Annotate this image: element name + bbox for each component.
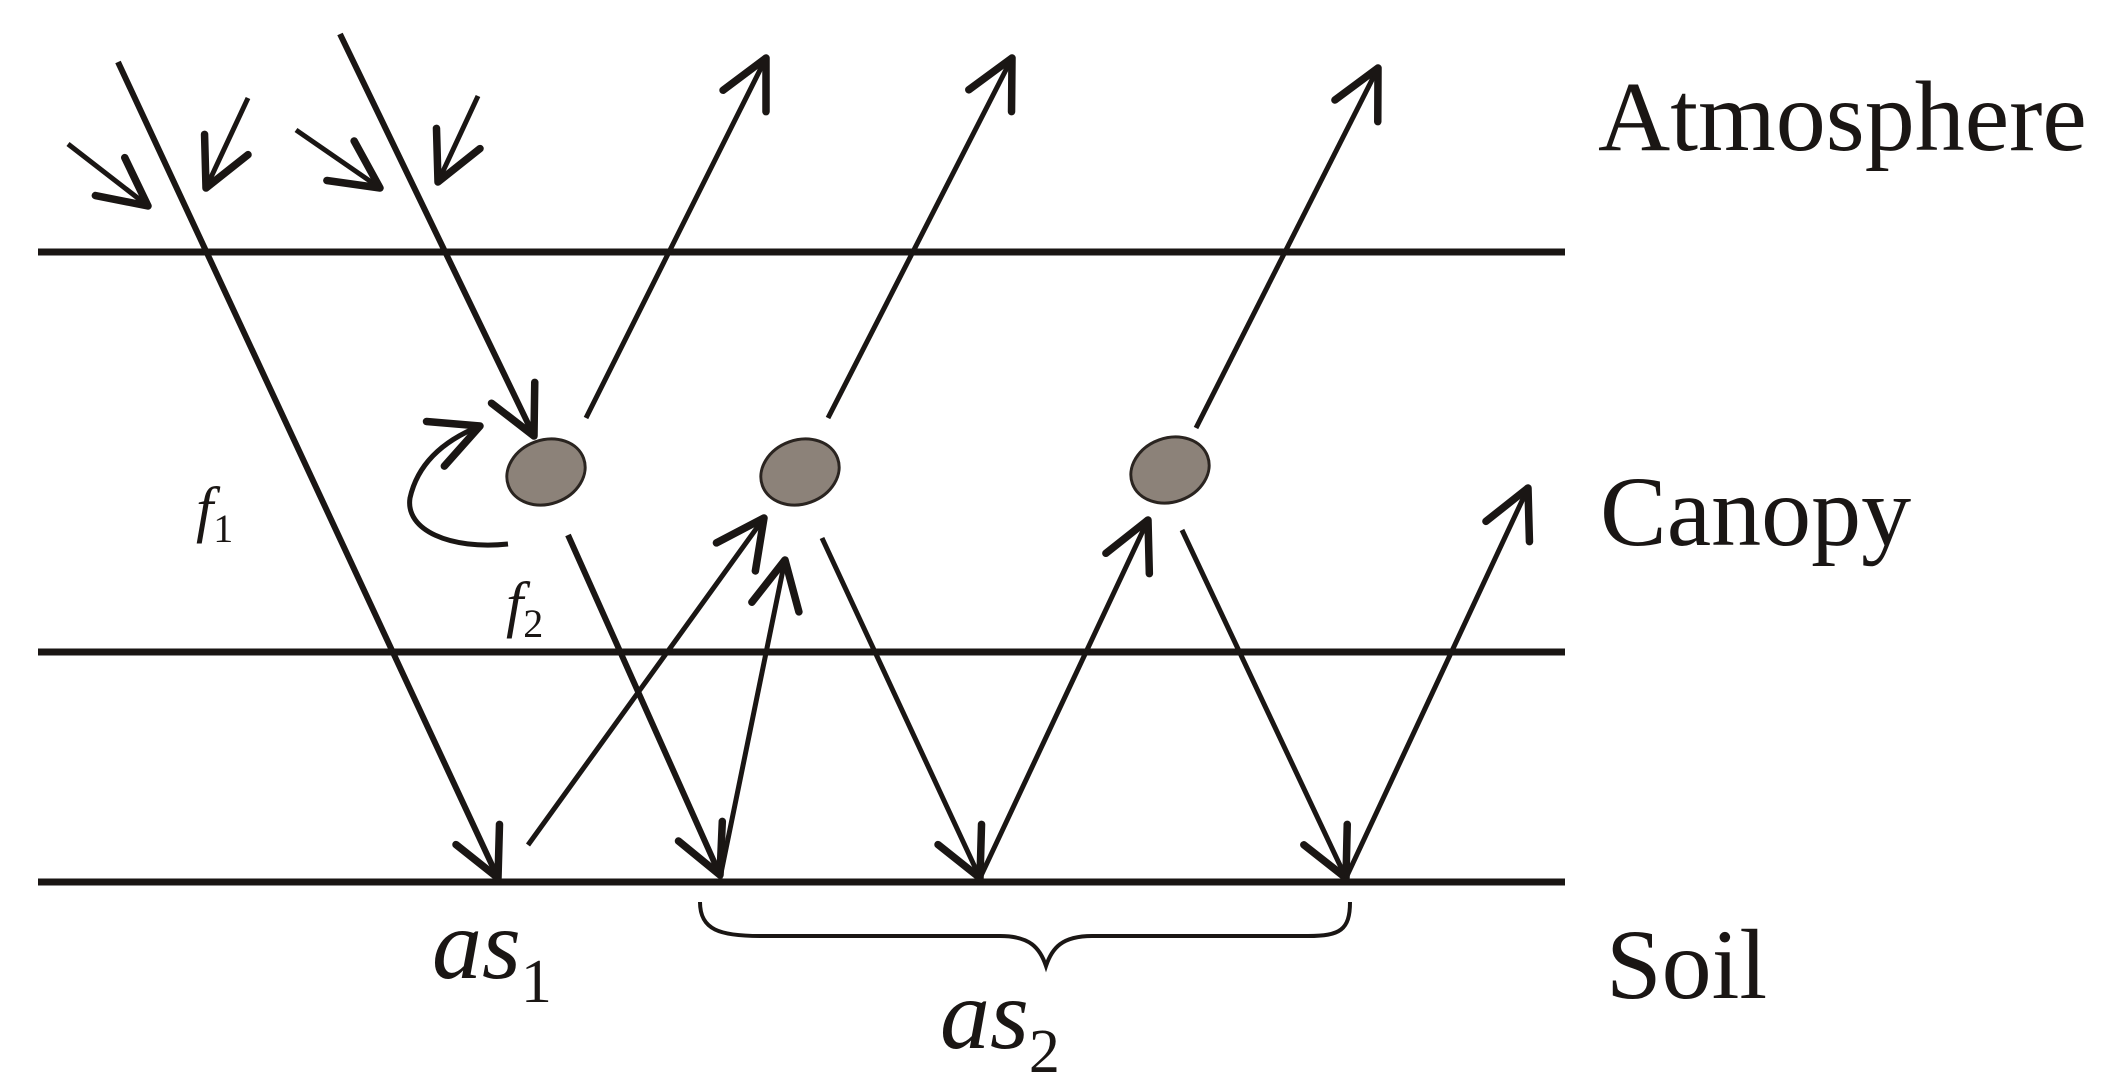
upward-ray (1193, 64, 1382, 430)
layer-boundaries (38, 248, 1565, 886)
transmitted-ray (1179, 528, 1351, 882)
as2-label: as2 (940, 959, 1060, 1086)
leaf (1129, 435, 1211, 505)
direct-beam-to-leaf (337, 32, 539, 440)
transmitted-beam (565, 533, 727, 879)
soil-label: Soil (1606, 909, 1767, 1020)
direct-beam-f1 (115, 60, 504, 882)
scattered-rays (525, 54, 1534, 882)
reflected-ray (977, 516, 1154, 880)
transmitted-ray (819, 536, 986, 882)
diffuse-arrow (66, 142, 152, 210)
as2-brace (698, 901, 1352, 973)
diffuse-arrow (200, 96, 252, 192)
canopy-label: Canopy (1600, 456, 1911, 567)
reflected-ray (717, 556, 803, 879)
leaf-scattering-curve-arrow (407, 417, 509, 548)
direct-beams (115, 32, 727, 882)
diffuse-arrow (432, 94, 484, 186)
atmosphere-label: Atmosphere (1598, 61, 2087, 172)
canopy-leaves (505, 435, 1211, 507)
as1-label: as1 (432, 889, 552, 1016)
upward-ray (583, 54, 770, 420)
upward-ray (825, 54, 1016, 420)
diffuse-incoming-arrows (66, 94, 484, 210)
reflected-ray (525, 514, 768, 847)
leaf (505, 437, 587, 507)
f2-label: f2 (506, 571, 543, 646)
diffuse-arrow (294, 127, 384, 192)
f1-label: f1 (196, 476, 233, 551)
leaf (759, 437, 841, 507)
reflected-ray (1343, 484, 1534, 880)
